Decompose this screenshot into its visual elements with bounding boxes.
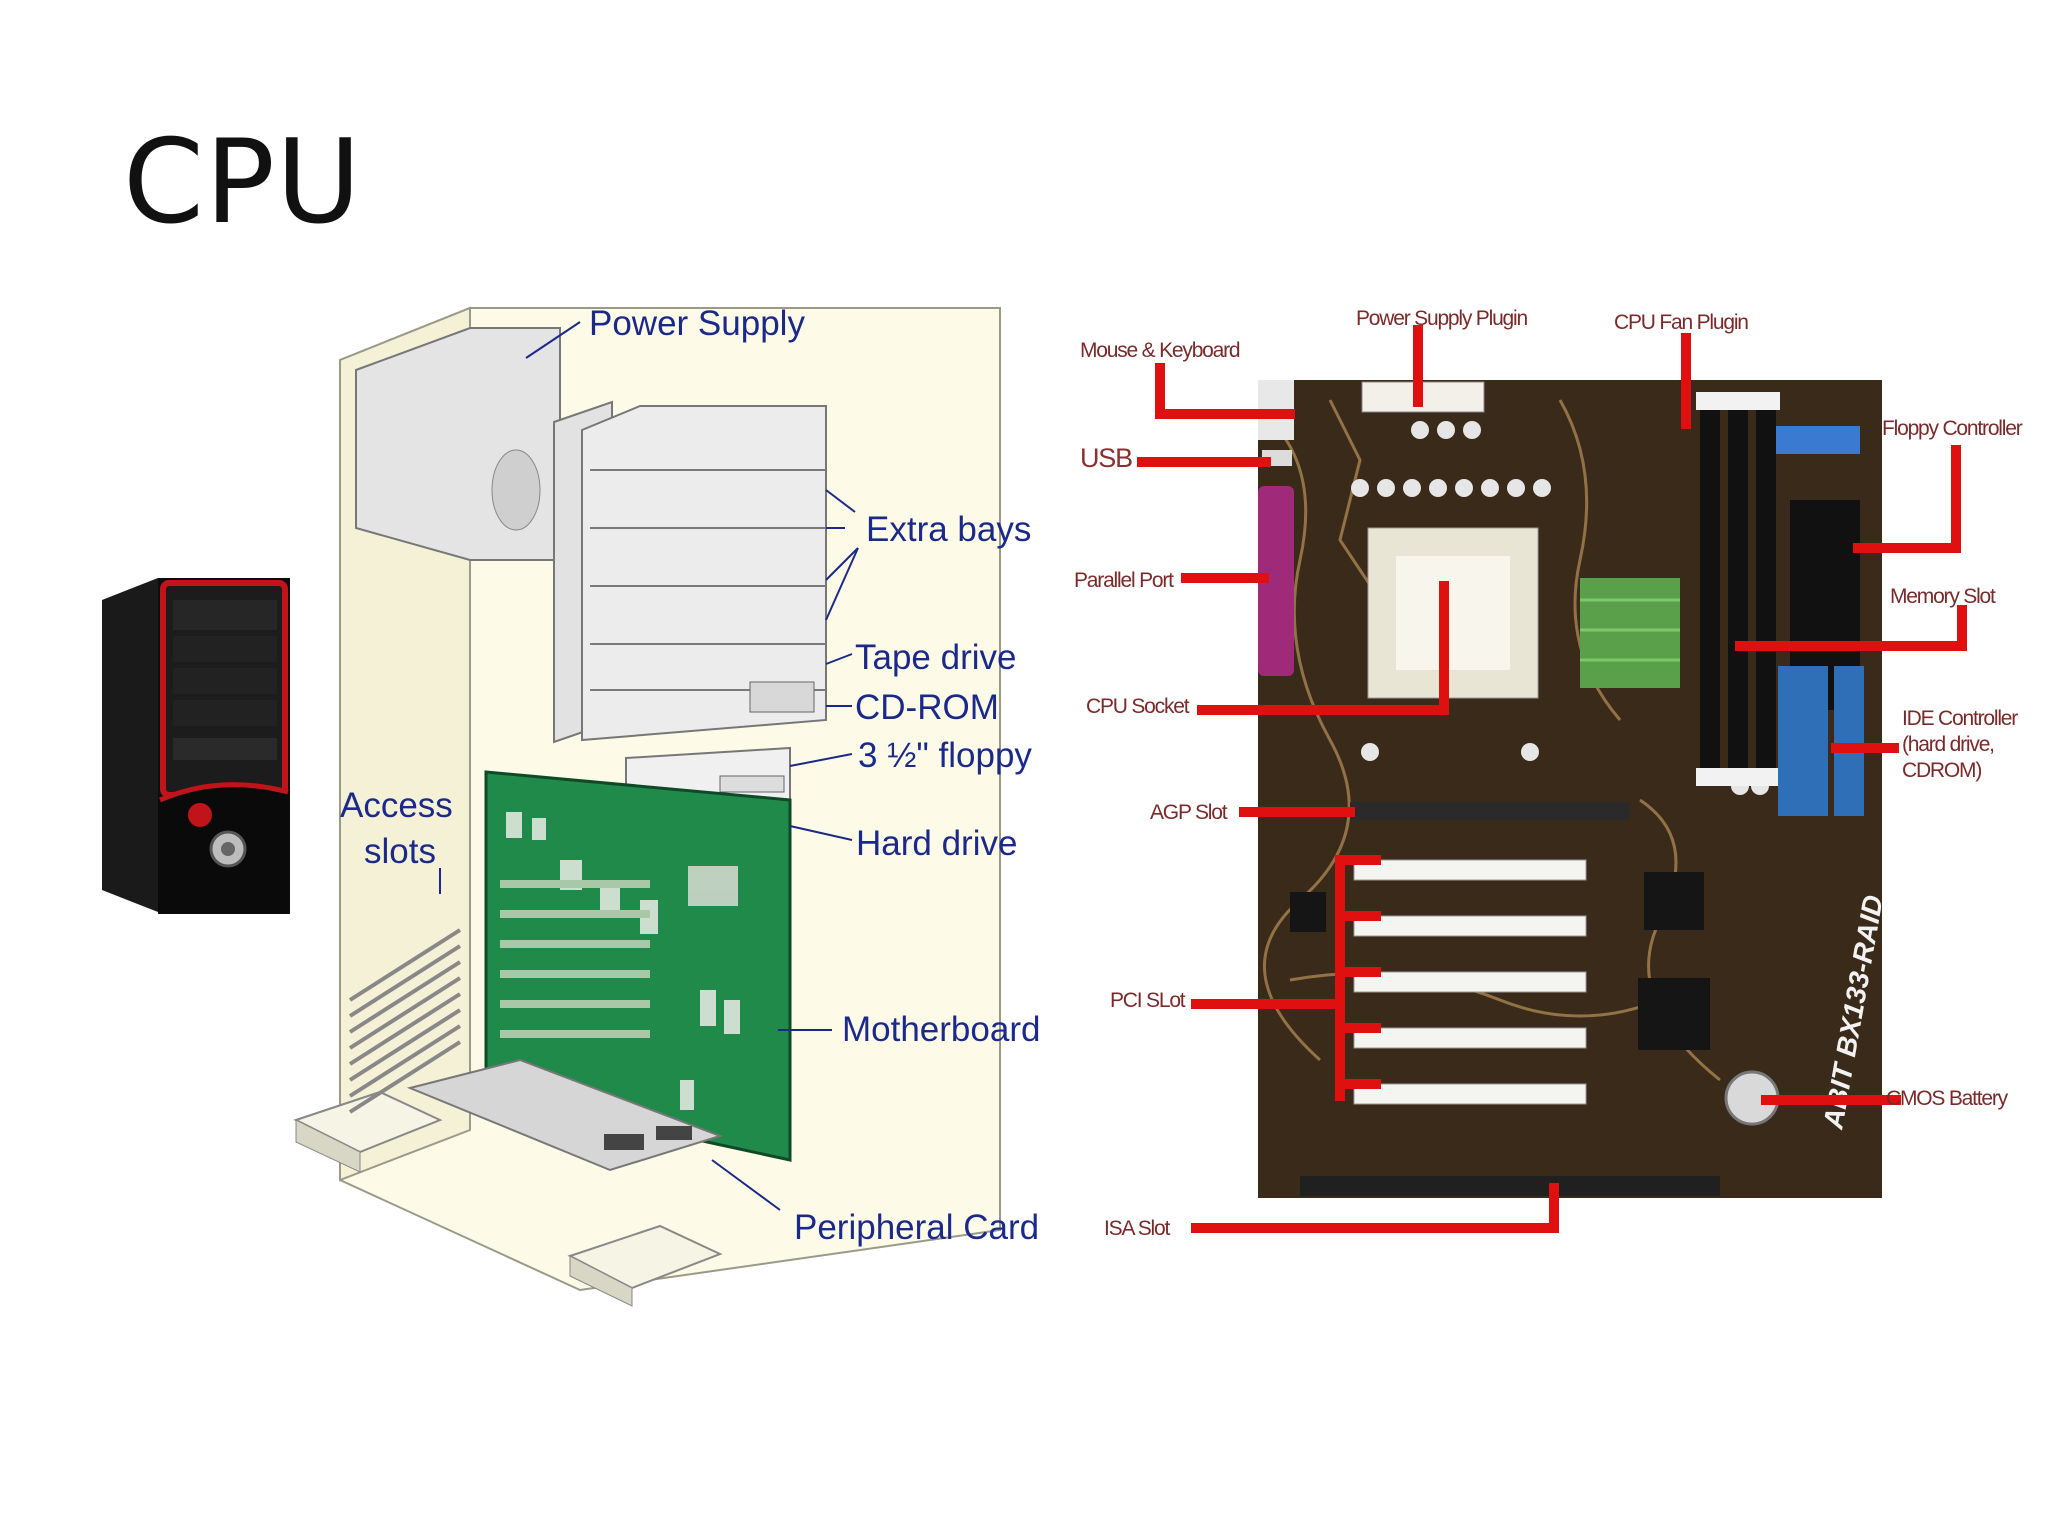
label-hard-drive: Hard drive [856,824,1018,863]
label-ide-controller-line1: IDE Controller [1902,707,2018,730]
label-access-slots-line1: Access [340,786,453,825]
label-pci-slot: PCI SLot [1110,989,1186,1012]
label-cmos-battery: CMOS Battery [1886,1087,2008,1110]
label-floppy-controller: Floppy Controller [1882,417,2023,440]
label-parallel-port: Parallel Port [1074,569,1174,592]
label-cpu-fan-plugin: CPU Fan Plugin [1614,311,1749,334]
label-extra-bays: Extra bays [866,510,1032,549]
label-tape-drive: Tape drive [855,638,1017,677]
label-isa-slot: ISA Slot [1104,1217,1170,1240]
label-access-slots-line2: slots [364,832,436,871]
label-memory-slot: Memory Slot [1890,585,1996,608]
label-mouse-keyboard: Mouse & Keyboard [1080,339,1241,362]
label-usb: USB [1080,443,1133,473]
label-ide-controller-line3: CDROM) [1902,759,1982,782]
label-agp-slot: AGP Slot [1150,801,1228,824]
label-cpu-socket: CPU Socket [1086,695,1190,718]
slide-title: CPU [123,115,362,250]
label-ide-controller-line2: (hard drive, [1902,733,1995,756]
label-motherboard: Motherboard [842,1010,1041,1049]
label-power-supply-plugin: Power Supply Plugin [1356,307,1528,330]
label-power-supply: Power Supply [589,304,805,343]
label-floppy: 3 ½" floppy [858,736,1032,775]
label-peripheral-card: Peripheral Card [794,1208,1040,1247]
label-cd-rom: CD-ROM [855,688,999,727]
board-marking: ABIT BX133-RAID [1817,893,1889,1132]
